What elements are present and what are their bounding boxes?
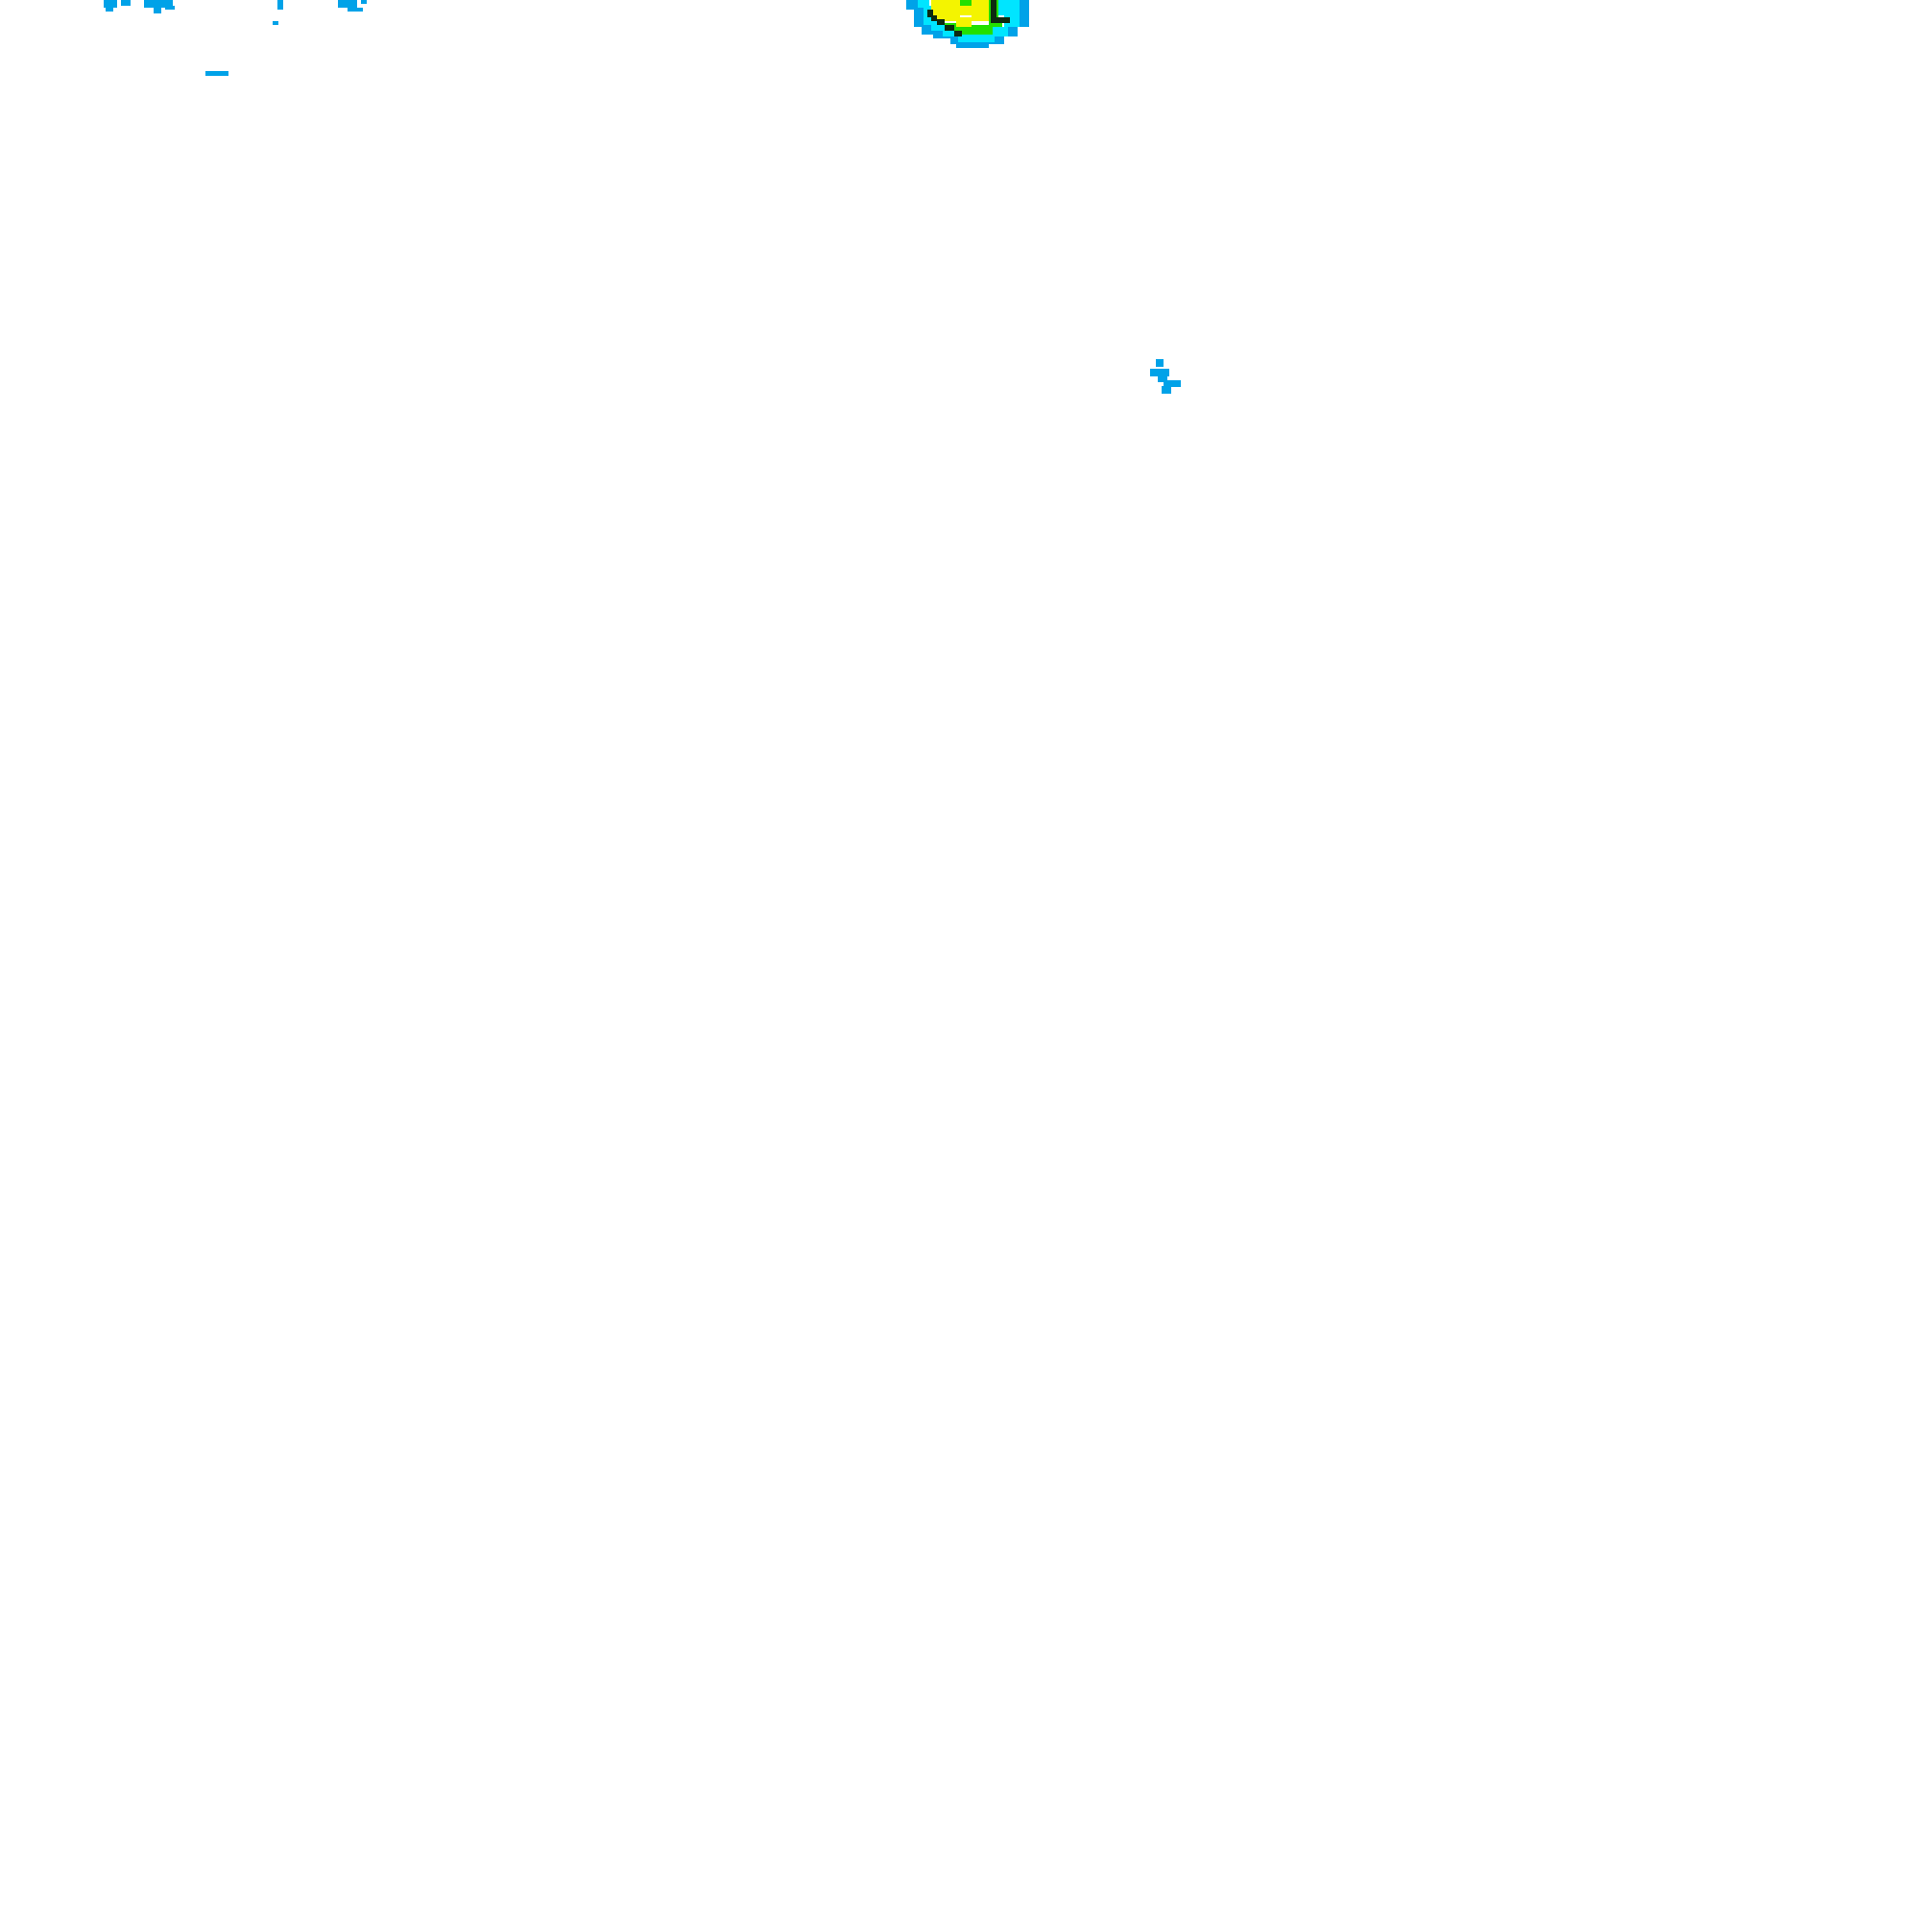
speckle-small-top [273,0,283,25]
speckle-dash-top [205,71,228,76]
speckle-cross-right [1150,359,1181,394]
speckle-cluster-top-left [104,0,175,13]
speckle-cluster-top-mid [338,0,367,12]
hotspot-contour-line [927,0,1010,36]
hotspot-yellow-core [931,0,989,27]
hotspot-top-center [906,0,1029,48]
